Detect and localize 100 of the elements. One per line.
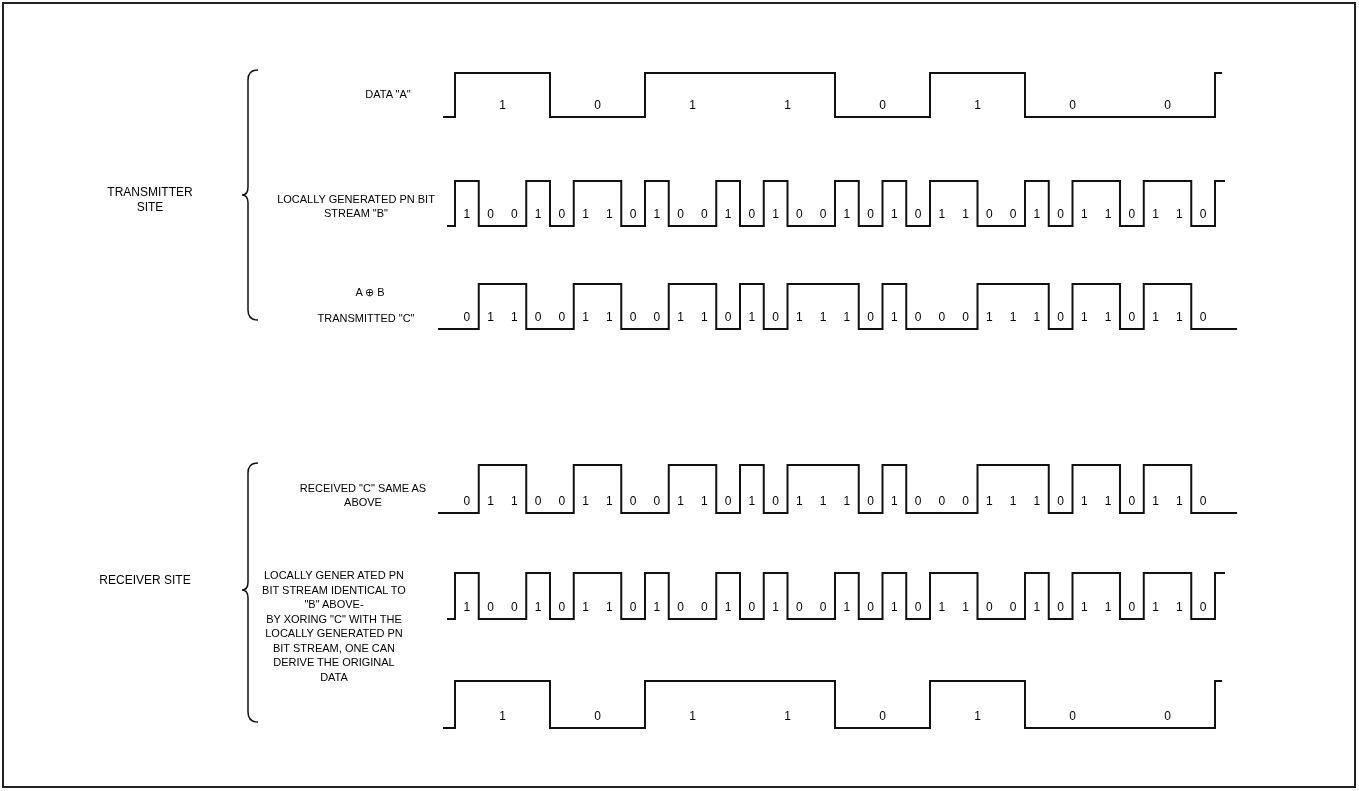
bit-value: 1: [1104, 600, 1112, 614]
bit-value: 0: [1199, 600, 1207, 614]
bit-value: 0: [558, 207, 566, 221]
bit-value: 1: [1081, 494, 1088, 508]
bit-value: 0: [1069, 98, 1076, 112]
bit-value: 0: [867, 207, 874, 221]
bit-value: 1: [1033, 600, 1041, 614]
bit-value: 1: [772, 600, 779, 614]
bit-value: 0: [819, 600, 827, 614]
bit-value: 0: [677, 600, 684, 614]
bit-value: 0: [867, 494, 874, 508]
bit-value: 0: [1164, 709, 1171, 723]
bit-value: 1: [689, 709, 696, 723]
bit-value: 1: [1081, 600, 1088, 614]
bit-value: 1: [962, 207, 969, 221]
bit-value: 0: [487, 600, 494, 614]
bit-value: 0: [914, 310, 922, 324]
bit-value: 1: [938, 600, 946, 614]
bit-value: 1: [677, 494, 684, 508]
bit-value: 0: [511, 207, 518, 221]
bit-value: 0: [1164, 98, 1171, 112]
bit-value: 1: [748, 310, 756, 324]
bit-value: 0: [1128, 600, 1136, 614]
bit-value: 1: [653, 600, 661, 614]
bit-value: 0: [1199, 310, 1207, 324]
bit-value: 1: [724, 207, 732, 221]
bit-value: 1: [843, 207, 851, 221]
bit-value: 1: [843, 600, 851, 614]
bit-value: 1: [1176, 207, 1183, 221]
bit-value: 0: [867, 600, 874, 614]
bit-value: 1: [534, 600, 542, 614]
bit-value: 0: [701, 600, 708, 614]
bit-value: 0: [629, 494, 637, 508]
bit-value: 1: [891, 310, 898, 324]
bit-value: 1: [689, 98, 696, 112]
bit-value: 1: [606, 310, 613, 324]
bit-value: 1: [974, 98, 981, 112]
bit-value: 1: [843, 494, 851, 508]
signal-label: RECEIVED "C" SAME AS ABOVE: [298, 481, 428, 509]
bit-value: 0: [1199, 494, 1207, 508]
bit-value: 0: [1069, 709, 1076, 723]
bit-value: 1: [582, 310, 589, 324]
bit-value: 0: [724, 310, 732, 324]
bit-value: 1: [606, 207, 613, 221]
signal-label: BY XORING "C" WITH THE LOCALLY GENERATED PN BIT STREAM, ONE CAN DERIVE THE ORIGINAL DATA: [264, 611, 404, 684]
bit-value: 1: [1152, 310, 1159, 324]
bit-value: 1: [986, 494, 993, 508]
bit-value: 0: [914, 494, 922, 508]
bit-value: 0: [1057, 207, 1064, 221]
bit-value: 0: [1009, 600, 1017, 614]
bit-value: 1: [1009, 494, 1017, 508]
bit-value: 1: [891, 207, 898, 221]
bit-value: 0: [558, 310, 566, 324]
bit-value: 0: [558, 494, 566, 508]
bit-value: 0: [748, 600, 756, 614]
bit-value: 1: [1033, 494, 1041, 508]
bit-value: 1: [962, 600, 969, 614]
bit-value: 0: [594, 709, 601, 723]
bit-value: 0: [914, 207, 922, 221]
bit-value: 1: [677, 310, 684, 324]
bit-value: 0: [879, 709, 886, 723]
bit-value: 0: [653, 494, 661, 508]
bit-value: 1: [974, 709, 981, 723]
bit-value: 1: [784, 98, 791, 112]
bit-value: 1: [1033, 310, 1041, 324]
bit-value: 1: [938, 207, 946, 221]
bit-value: 0: [962, 310, 969, 324]
bit-value: 0: [1128, 310, 1136, 324]
bit-value: 0: [558, 600, 566, 614]
bit-value: 0: [463, 494, 471, 508]
bit-value: 0: [986, 207, 993, 221]
bit-value: 1: [463, 207, 471, 221]
bit-value: 1: [1009, 310, 1017, 324]
bit-value: 0: [938, 494, 946, 508]
bit-value: 1: [463, 600, 471, 614]
bit-value: 1: [1176, 600, 1183, 614]
bit-value: 1: [1081, 207, 1088, 221]
bit-value: 0: [772, 310, 779, 324]
bit-value: 0: [1009, 207, 1017, 221]
bit-value: 1: [986, 310, 993, 324]
signal-label: TRANSMITTED "C": [317, 311, 415, 325]
bit-value: 1: [606, 494, 613, 508]
bit-value: 0: [1057, 494, 1064, 508]
bit-value: 1: [784, 709, 791, 723]
signal-label: A ⊕ B: [355, 285, 385, 299]
bit-value: 0: [796, 600, 803, 614]
bit-value: 1: [891, 494, 898, 508]
bit-value: 1: [1104, 494, 1112, 508]
bit-value: 0: [653, 310, 661, 324]
bit-value: 1: [487, 310, 494, 324]
bit-value: 1: [1104, 207, 1112, 221]
bit-value: 0: [914, 600, 922, 614]
bit-value: 0: [962, 494, 969, 508]
bit-value: 0: [487, 207, 494, 221]
bit-value: 1: [653, 207, 661, 221]
bit-value: 1: [796, 494, 803, 508]
bit-value: 1: [1081, 310, 1088, 324]
site-label: RECEIVER SITE: [98, 573, 192, 588]
bit-value: 0: [1057, 310, 1064, 324]
bit-value: 0: [748, 207, 756, 221]
